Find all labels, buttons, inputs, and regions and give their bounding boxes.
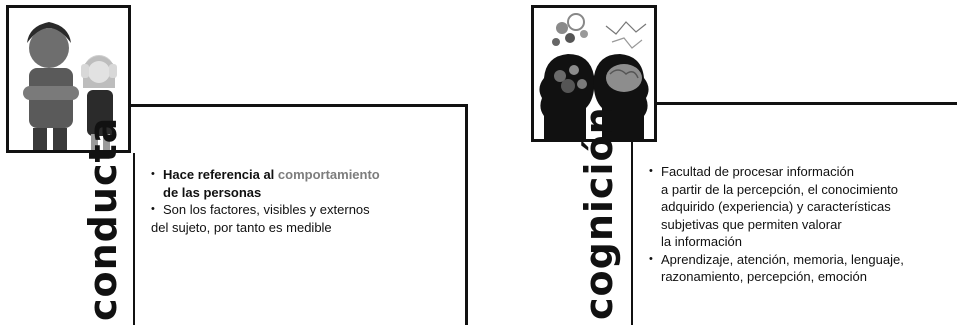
cognicion-bullets: Facultad de procesar información a parti… bbox=[649, 163, 954, 286]
children-photo bbox=[6, 5, 131, 153]
frame-top-line bbox=[657, 102, 957, 105]
list-item: Hace referencia al comportamiento de las… bbox=[151, 166, 461, 201]
frame-divider-line bbox=[631, 142, 633, 325]
title-cognicion: cognición bbox=[577, 106, 621, 320]
frame-divider-line bbox=[133, 153, 135, 325]
cognicion-panel: cognición Facultad de procesar informaci… bbox=[480, 0, 957, 325]
conducta-panel: conducta Hace referencia al comportamien… bbox=[0, 0, 480, 325]
highlight-word: comportamiento bbox=[277, 167, 380, 182]
children-illustration bbox=[23, 22, 117, 150]
frame-top-line bbox=[131, 104, 468, 107]
brain-heads-illustration bbox=[539, 13, 649, 139]
list-item: Son los factores, visibles y externos de… bbox=[151, 201, 461, 236]
frame-right-line bbox=[465, 104, 468, 325]
list-item: Aprendizaje, atención, memoria, lenguaje… bbox=[649, 251, 954, 286]
title-conducta: conducta bbox=[81, 116, 125, 321]
heads-photo bbox=[531, 5, 657, 142]
list-item: Facultad de procesar información a parti… bbox=[649, 163, 954, 251]
conducta-bullets: Hace referencia al comportamiento de las… bbox=[151, 166, 461, 236]
